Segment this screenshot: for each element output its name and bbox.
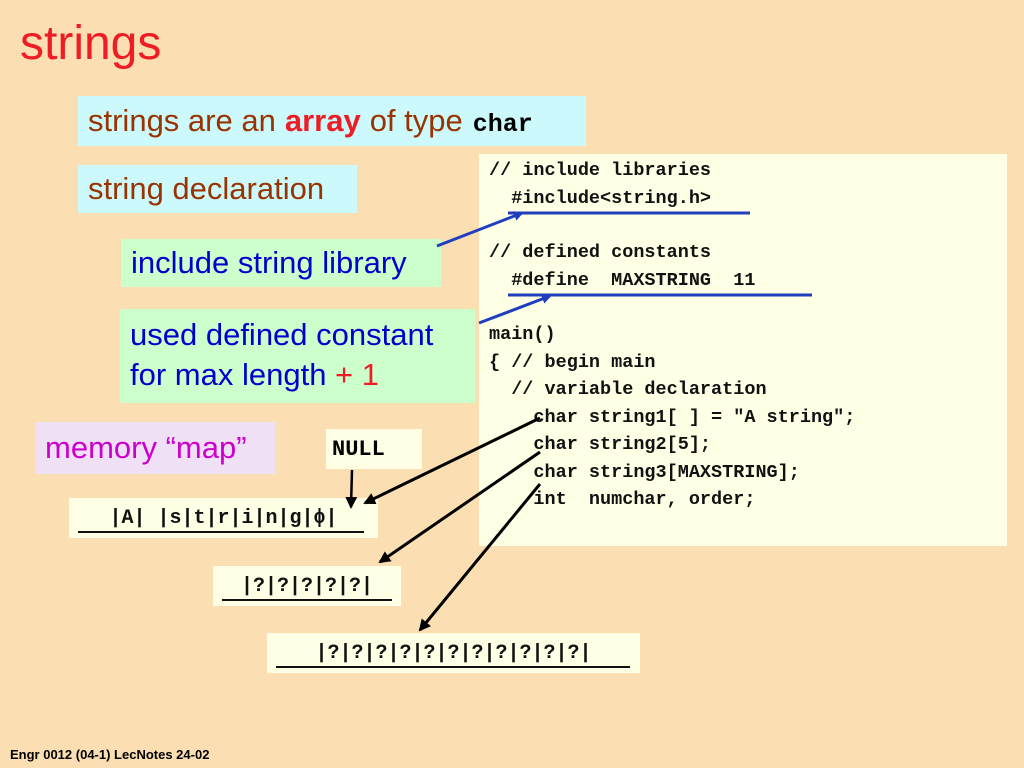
code-line: int numchar, order; bbox=[489, 489, 756, 510]
code-line: // include libraries bbox=[489, 160, 712, 181]
code-line: #include<string.h> bbox=[489, 188, 712, 209]
defined-constant-callout: used defined constant for max length + 1 bbox=[120, 309, 475, 403]
code-line: char string1[ ] = "A string"; bbox=[489, 407, 856, 428]
code-line: char string2[5]; bbox=[489, 434, 712, 455]
max-length-text: for max length bbox=[130, 357, 336, 392]
memory-map-callout: memory “map” bbox=[35, 422, 275, 474]
array-callout-text-pre: strings are an bbox=[88, 103, 276, 138]
string-declaration-callout: string declaration bbox=[78, 165, 357, 213]
null-label: NULL bbox=[326, 429, 422, 469]
slide-title: strings bbox=[20, 17, 162, 70]
code-line: main() bbox=[489, 324, 556, 345]
defined-constant-line2: for max length + 1 bbox=[130, 355, 465, 395]
code-line: // variable declaration bbox=[489, 379, 767, 400]
array-keyword: array bbox=[284, 103, 361, 138]
code-line: // defined constants bbox=[489, 242, 712, 263]
memory-map-string1: |A| |s|t|r|i|n|g|ϕ| bbox=[69, 498, 378, 538]
memory-map-string2: |?|?|?|?|?| bbox=[213, 566, 401, 606]
include-library-callout: include string library bbox=[121, 239, 441, 287]
code-line: #define MAXSTRING 11 bbox=[489, 270, 756, 291]
defined-constant-line1: used defined constant bbox=[130, 317, 434, 352]
code-line: { // begin main bbox=[489, 352, 656, 373]
code-line: char string3[MAXSTRING]; bbox=[489, 462, 800, 483]
array-callout-text-mid: of type bbox=[369, 103, 463, 138]
code-panel: // include libraries #include<string.h> … bbox=[479, 154, 1007, 546]
char-type-code: char bbox=[472, 109, 533, 139]
slide-footer: Engr 0012 (04-1) LecNotes 24-02 bbox=[10, 747, 210, 762]
plus-one-text: + 1 bbox=[335, 357, 380, 392]
array-type-callout: strings are an array of type char bbox=[78, 96, 586, 146]
memory-map-string3: |?|?|?|?|?|?|?|?|?|?|?| bbox=[267, 633, 640, 673]
